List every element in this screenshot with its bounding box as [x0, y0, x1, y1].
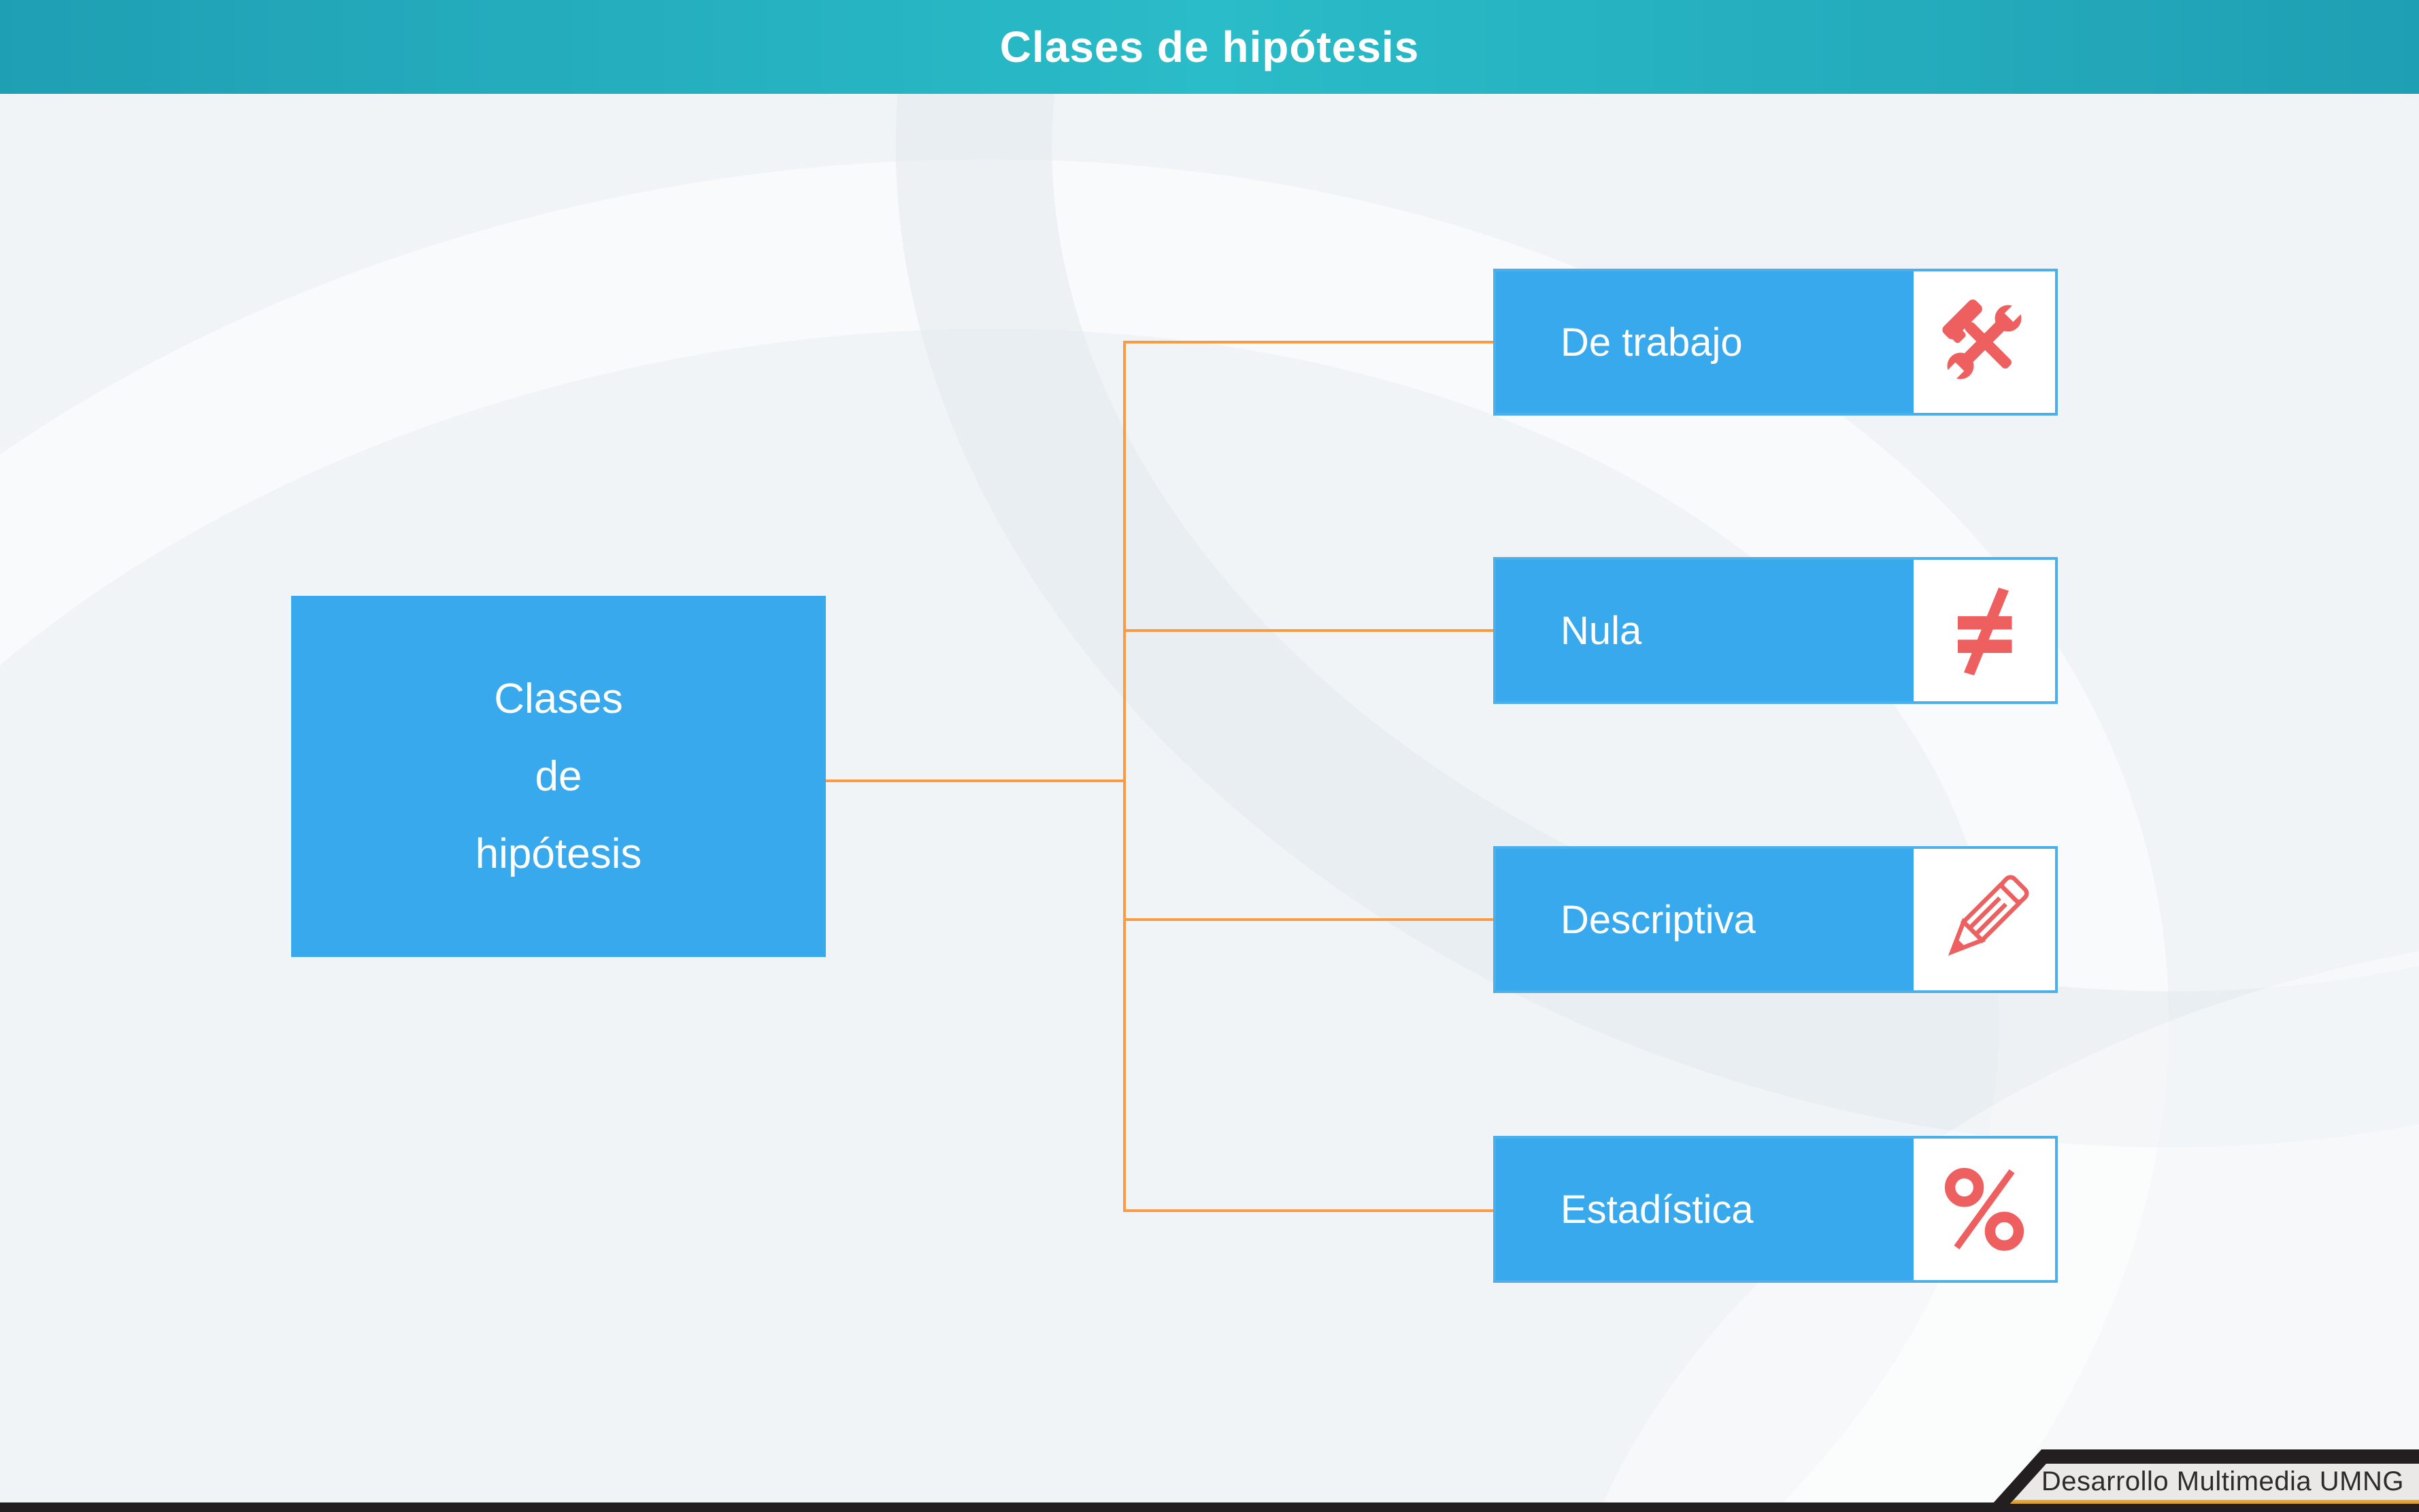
root-node-line: Clases — [494, 675, 623, 722]
connector-branch — [1123, 341, 1493, 343]
connector-branch — [1123, 918, 1493, 921]
footer-bar — [0, 1502, 2419, 1512]
branch-icon-panel — [1914, 1139, 2055, 1280]
branch-node-estadistica: Estadística — [1493, 1136, 2058, 1283]
branch-icon-panel — [1914, 271, 2055, 413]
not-equal-icon — [1933, 579, 2035, 682]
branch-label: Estadística — [1561, 1187, 1754, 1232]
footer-ribbon: Desarrollo Multimedia UMNG — [1984, 1449, 2419, 1512]
percent-icon — [1937, 1162, 2032, 1257]
root-node-line: hipótesis — [475, 830, 642, 877]
page-title: Clases de hipótesis — [999, 22, 1420, 71]
branch-label: Nula — [1561, 608, 1642, 653]
tools-icon — [1933, 291, 2035, 393]
branch-node-de-trabajo: De trabajo — [1493, 269, 2058, 416]
background-swirl — [1399, 722, 2419, 1512]
branch-label: Descriptiva — [1561, 897, 1756, 942]
pencil-icon — [1930, 865, 2039, 974]
connector-root — [826, 779, 1123, 782]
connector-trunk — [1123, 341, 1126, 1212]
branch-icon-panel — [1914, 849, 2055, 990]
connector-branch — [1123, 629, 1493, 632]
header-bar: Clases de hipótesis — [0, 0, 2419, 94]
root-node: Clases de hipótesis — [291, 596, 826, 957]
branch-node-nula: Nula — [1493, 557, 2058, 704]
footer-ribbon-gold-stripe — [2009, 1500, 2419, 1504]
connector-branch — [1123, 1209, 1493, 1212]
footer-credit: Desarrollo Multimedia UMNG — [2041, 1466, 2404, 1496]
branch-label: De trabajo — [1561, 320, 1743, 365]
branch-icon-panel — [1914, 560, 2055, 701]
root-node-line: de — [535, 752, 582, 800]
branch-node-descriptiva: Descriptiva — [1493, 846, 2058, 993]
